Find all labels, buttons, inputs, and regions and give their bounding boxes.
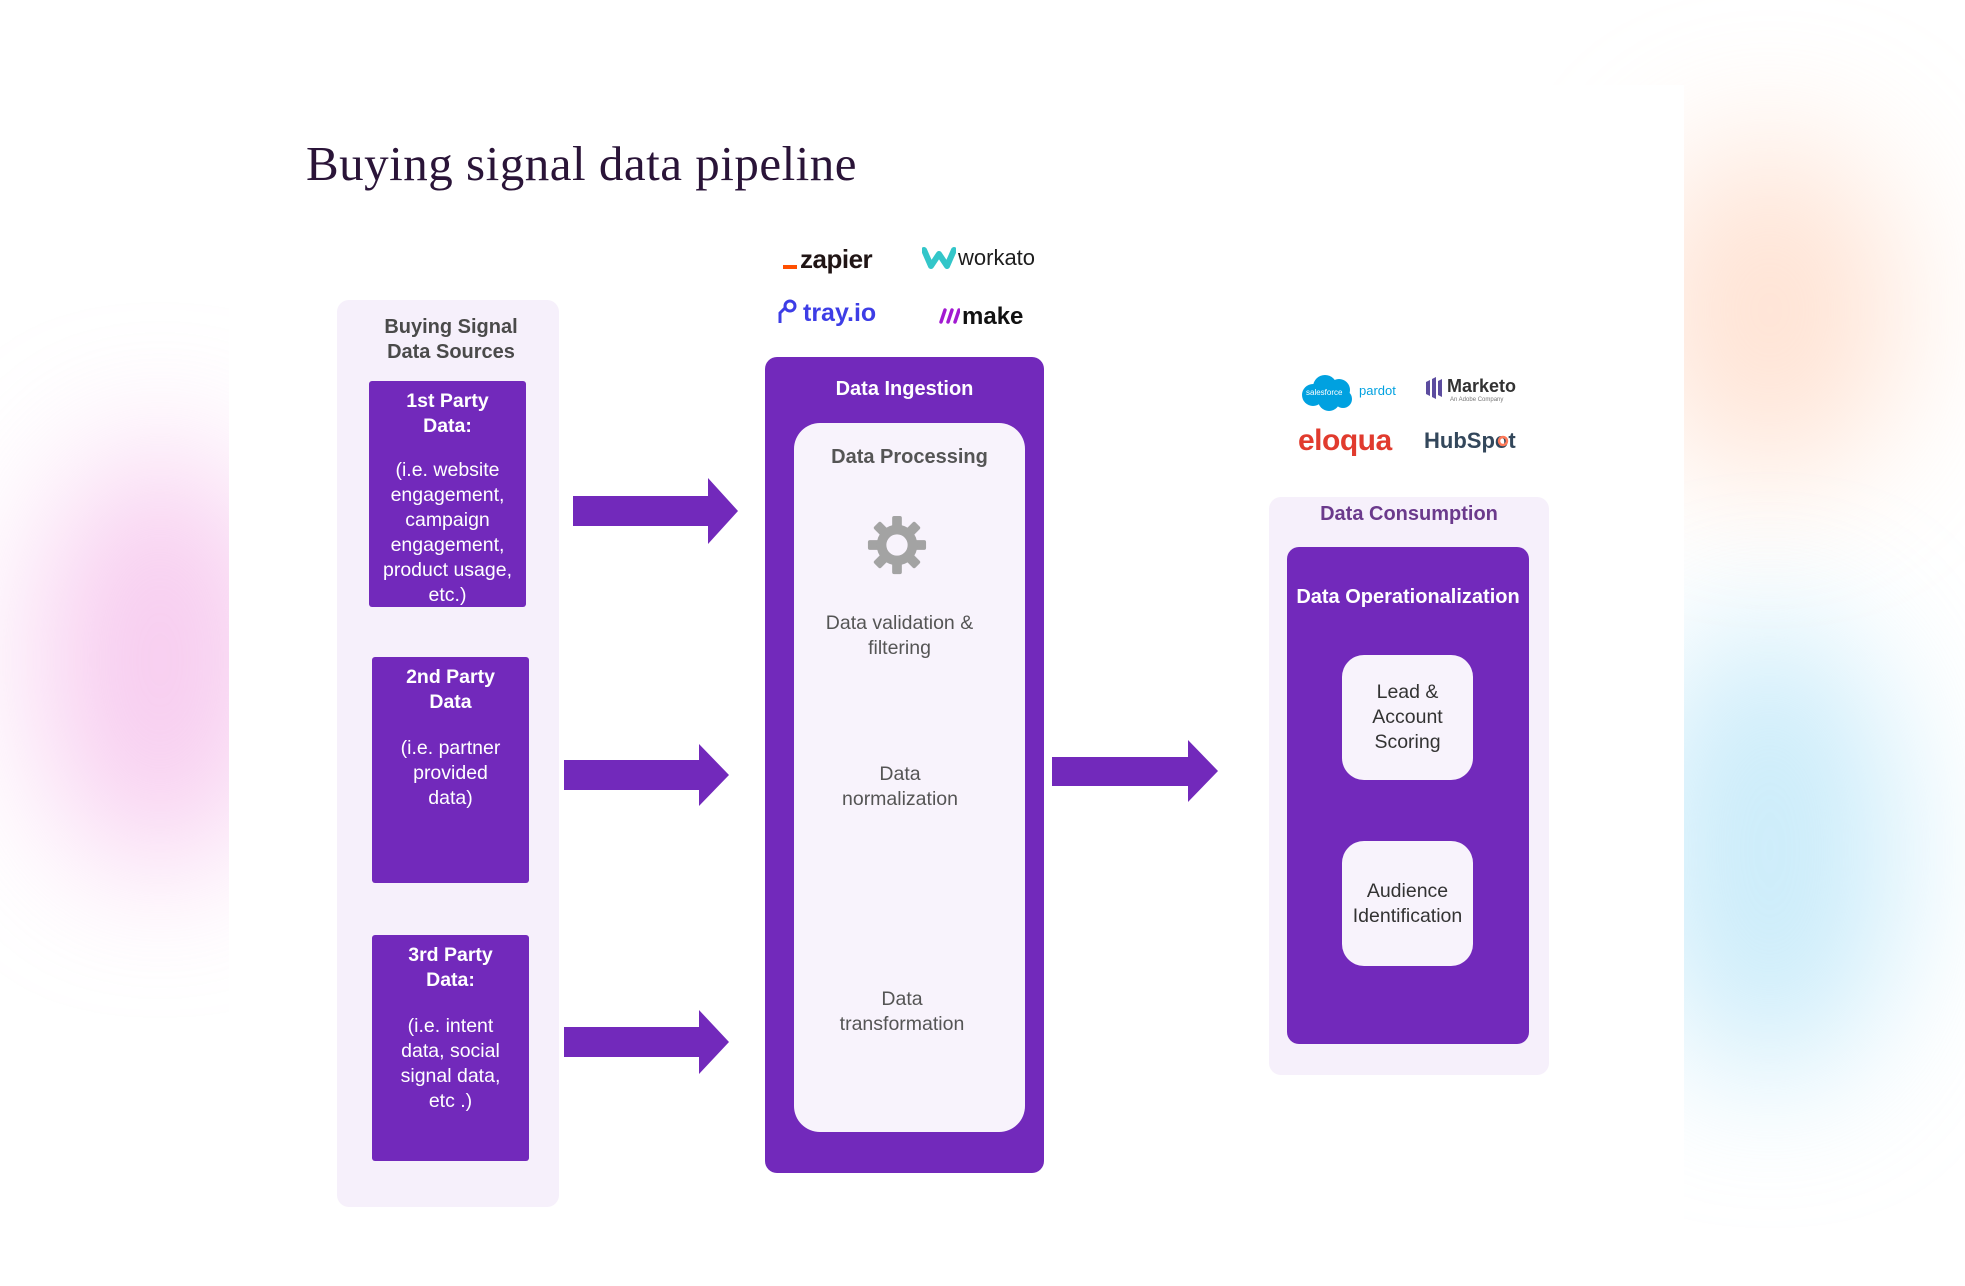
operationalization-panel xyxy=(1287,547,1529,1044)
source-label: 3rd Party Data: xyxy=(408,944,493,991)
salesforce-pardot-logo: salesforce pardot xyxy=(1299,373,1403,413)
step-normalization: Data normalization xyxy=(842,763,958,810)
step-transformation: Data transformation xyxy=(839,988,965,1035)
ingestion-title: Data Ingestion xyxy=(835,378,974,400)
lead-account-scoring-label: Lead & Account Scoring xyxy=(1372,681,1443,753)
marketo-mark-icon xyxy=(1426,377,1442,399)
pardot-logo-text: pardot xyxy=(1359,383,1396,398)
processing-title: Data Processing xyxy=(831,446,988,468)
zapier-logo-text: zapier xyxy=(800,244,873,274)
adobe-company-text: An Adobe Company xyxy=(1450,397,1504,403)
source-label: 1st Party Data: xyxy=(406,390,489,437)
tray-logo-text: tray.io xyxy=(803,299,877,327)
source-label: 2nd Party Data xyxy=(406,666,495,713)
tray-mark-icon xyxy=(778,299,797,323)
source-box-2nd-party: 2nd Party Data (i.e. partner provided da… xyxy=(372,657,529,883)
operationalization-title: Data Operationalization xyxy=(1296,586,1520,608)
audience-identification-label: Audience Identification xyxy=(1352,879,1463,927)
lead-account-scoring-box: Lead & Account Scoring xyxy=(1342,655,1473,780)
make-mark-icon xyxy=(939,308,960,324)
step-validation: Data validation & filtering xyxy=(825,612,974,659)
source-box-3rd-party: 3rd Party Data: (i.e. intent data, socia… xyxy=(372,935,529,1161)
marketo-logo-text: Marketo xyxy=(1447,376,1517,396)
gear-icon xyxy=(867,515,927,575)
source-desc: (i.e. intent data, social signal data, e… xyxy=(400,1015,501,1112)
zapier-underscore-icon xyxy=(783,265,797,269)
sources-heading: Buying Signal Data Sources xyxy=(384,316,518,363)
eloqua-logo-text: eloqua xyxy=(1298,424,1392,457)
salesforce-logo-text: salesforce xyxy=(1306,388,1343,397)
source-desc: (i.e. partner provided data) xyxy=(400,737,501,809)
salesforce-cloud-icon xyxy=(1302,375,1352,411)
hubspot-sprocket-icon xyxy=(1497,435,1509,447)
hubspot-logo-text: HubSpot xyxy=(1424,428,1516,453)
source-box-1st-party: 1st Party Data: (i.e. website engagement… xyxy=(369,381,526,607)
workato-logo-text: workato xyxy=(958,245,1036,270)
source-desc: (i.e. website engagement, campaign engag… xyxy=(382,459,512,606)
workato-mark-icon xyxy=(922,247,956,269)
page-title: Buying signal data pipeline xyxy=(306,136,858,191)
consumption-title: Data Consumption xyxy=(1320,503,1498,525)
audience-identification-box: Audience Identification xyxy=(1342,841,1473,966)
make-logo-text: make xyxy=(962,303,1024,330)
